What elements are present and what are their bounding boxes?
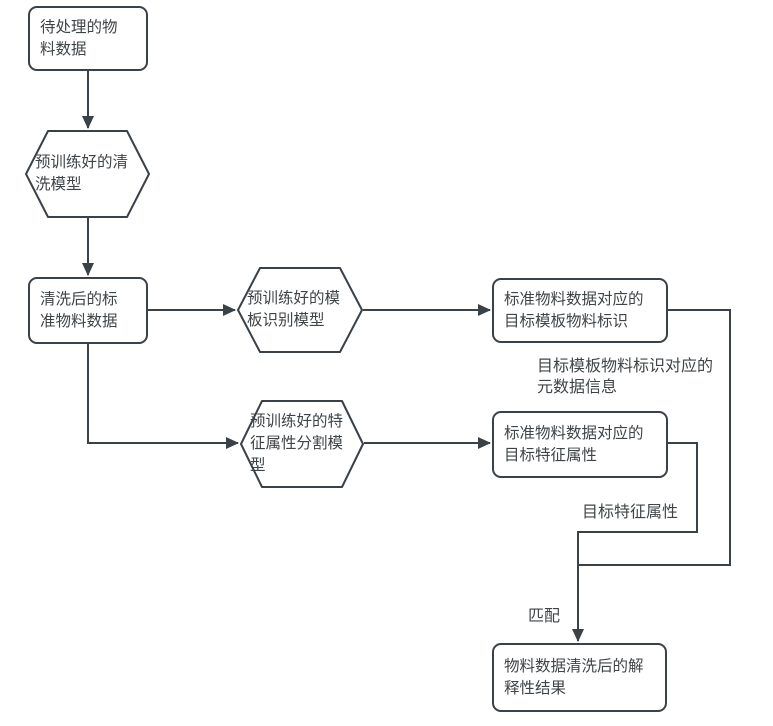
edge-label-match: 匹配 bbox=[528, 606, 560, 627]
label-line: 物料数据清洗后的解 bbox=[504, 657, 644, 675]
label-line: 标准物料数据对应的 bbox=[504, 424, 644, 442]
node-label: 预训练好的特 征属性分割模 型 bbox=[240, 411, 343, 477]
edge-target-template-id-to-junction bbox=[579, 309, 731, 566]
label-line: 元数据信息 bbox=[537, 379, 618, 396]
edge-target-features-to-result bbox=[572, 442, 698, 642]
label-line: 匹配 bbox=[528, 608, 561, 625]
edge-label-metadata-info: 目标模板物料标识对应的 元数据信息 bbox=[537, 356, 713, 398]
label-line: 释性结果 bbox=[504, 679, 567, 697]
label-line: 预训练好的清 bbox=[35, 154, 129, 171]
hexagon-shape bbox=[25, 130, 150, 218]
hexagon-shape bbox=[237, 267, 363, 353]
edge-label-target-feature-attr: 目标特征属性 bbox=[582, 502, 678, 523]
label-line: 清洗后的标 bbox=[40, 290, 118, 308]
label-line: 目标特征属性 bbox=[504, 446, 598, 464]
label-line: 征属性分割模 bbox=[250, 435, 344, 452]
label-line: 目标模板物料标识对应的 bbox=[537, 358, 714, 375]
node-final-result: 物料数据清洗后的解 释性结果 bbox=[492, 643, 667, 712]
label-line: 待处理的物 bbox=[40, 18, 118, 36]
node-target-template-material-id: 标准物料数据对应的 目标模板物料标识 bbox=[492, 278, 668, 343]
node-pending-material-data: 待处理的物 料数据 bbox=[28, 6, 148, 71]
node-label: 预训练好的模 板识别模型 bbox=[237, 288, 340, 332]
node-label: 标准物料数据对应的 目标特征属性 bbox=[494, 423, 654, 467]
node-target-feature-attributes: 标准物料数据对应的 目标特征属性 bbox=[492, 411, 668, 478]
edge-cleaned-data-to-feature-model bbox=[87, 344, 239, 449]
node-template-recognition-model: 预训练好的模 板识别模型 bbox=[237, 267, 363, 353]
node-label: 清洗后的标 准物料数据 bbox=[30, 289, 128, 333]
label-line: 料数据 bbox=[40, 40, 87, 58]
label-line: 型 bbox=[250, 457, 266, 474]
node-label: 预训练好的清 洗模型 bbox=[25, 152, 128, 196]
label-line: 准物料数据 bbox=[40, 312, 118, 330]
label-line: 预训练好的特 bbox=[250, 413, 344, 430]
label-line: 目标模板物料标识 bbox=[504, 312, 629, 330]
node-label: 标准物料数据对应的 目标模板物料标识 bbox=[494, 289, 654, 333]
label-line: 标准物料数据对应的 bbox=[504, 290, 644, 308]
label-line: 洗模型 bbox=[35, 176, 82, 193]
node-cleaning-model: 预训练好的清 洗模型 bbox=[25, 130, 150, 218]
label-line: 目标特征属性 bbox=[582, 504, 679, 521]
node-cleaned-standard-data: 清洗后的标 准物料数据 bbox=[28, 277, 148, 344]
node-label: 待处理的物 料数据 bbox=[30, 17, 128, 61]
node-label: 物料数据清洗后的解 释性结果 bbox=[494, 656, 654, 700]
hexagon-shape bbox=[240, 400, 364, 488]
label-line: 预训练好的模 bbox=[247, 290, 341, 307]
node-feature-split-model: 预训练好的特 征属性分割模 型 bbox=[240, 400, 364, 488]
label-line: 板识别模型 bbox=[247, 312, 325, 329]
